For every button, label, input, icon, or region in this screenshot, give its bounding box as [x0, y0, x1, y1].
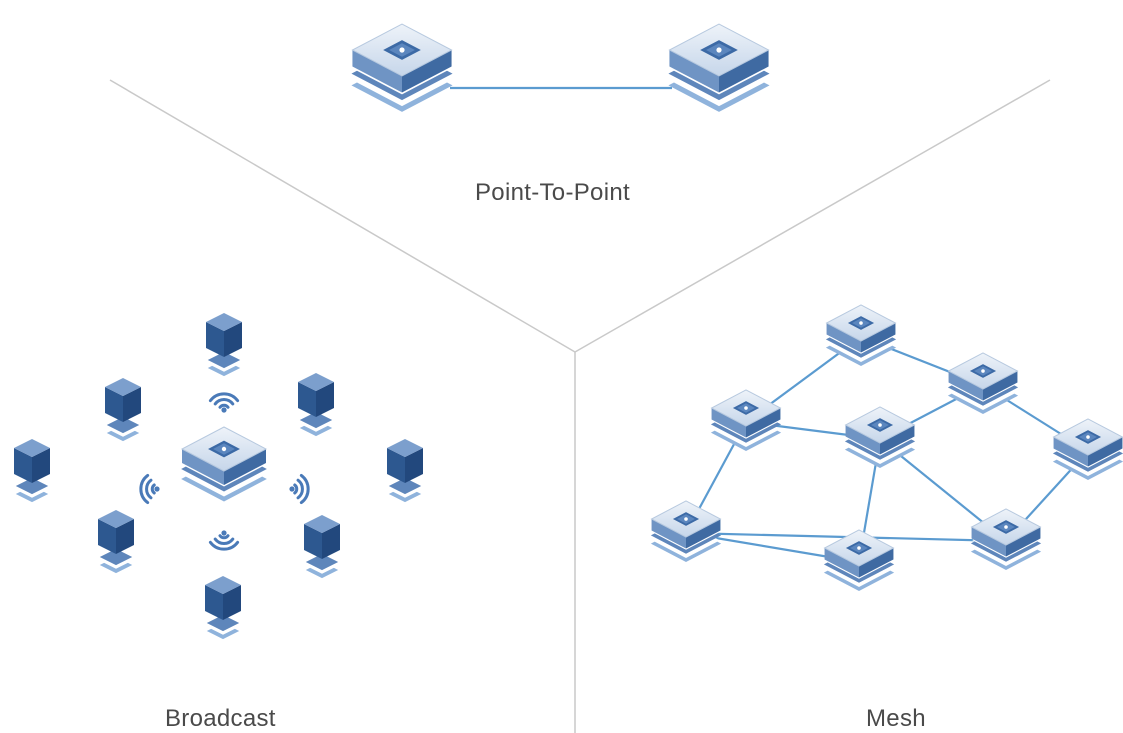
- client-left: [14, 439, 50, 503]
- mesh-node-g: [823, 529, 895, 592]
- connection-links: [450, 86, 1089, 564]
- p2p-device-left: [351, 23, 453, 112]
- client-top-right: [298, 373, 334, 437]
- p2p-device-right: [668, 23, 770, 112]
- signal-right: [289, 473, 310, 505]
- mesh-node-a: [825, 304, 897, 367]
- mesh-label: Mesh: [866, 705, 926, 732]
- client-top-left: [105, 378, 141, 442]
- mesh-node-c: [710, 389, 782, 452]
- divider-left: [109, 79, 576, 353]
- mesh-node-e: [1052, 418, 1123, 481]
- signal-down: [208, 530, 240, 551]
- mesh-node-f: [650, 500, 722, 563]
- client-bottom: [205, 576, 241, 640]
- broadcast-label: Broadcast: [165, 705, 276, 732]
- mesh-node-b: [947, 352, 1019, 415]
- section-dividers: [109, 79, 1051, 733]
- mesh-node-d: [844, 406, 916, 469]
- divider-right: [574, 79, 1051, 353]
- client-bottom-right: [304, 515, 340, 579]
- mesh-node-h: [970, 508, 1042, 571]
- client-top: [206, 313, 242, 377]
- point-to-point-label: Point-To-Point: [475, 179, 630, 206]
- client-right: [387, 439, 423, 503]
- signal-left: [139, 473, 160, 505]
- client-bottom-left: [98, 510, 134, 574]
- signal-up: [208, 392, 240, 413]
- broadcast-hub: [180, 426, 268, 502]
- wifi-signals: [139, 392, 310, 551]
- devices: [14, 23, 1123, 640]
